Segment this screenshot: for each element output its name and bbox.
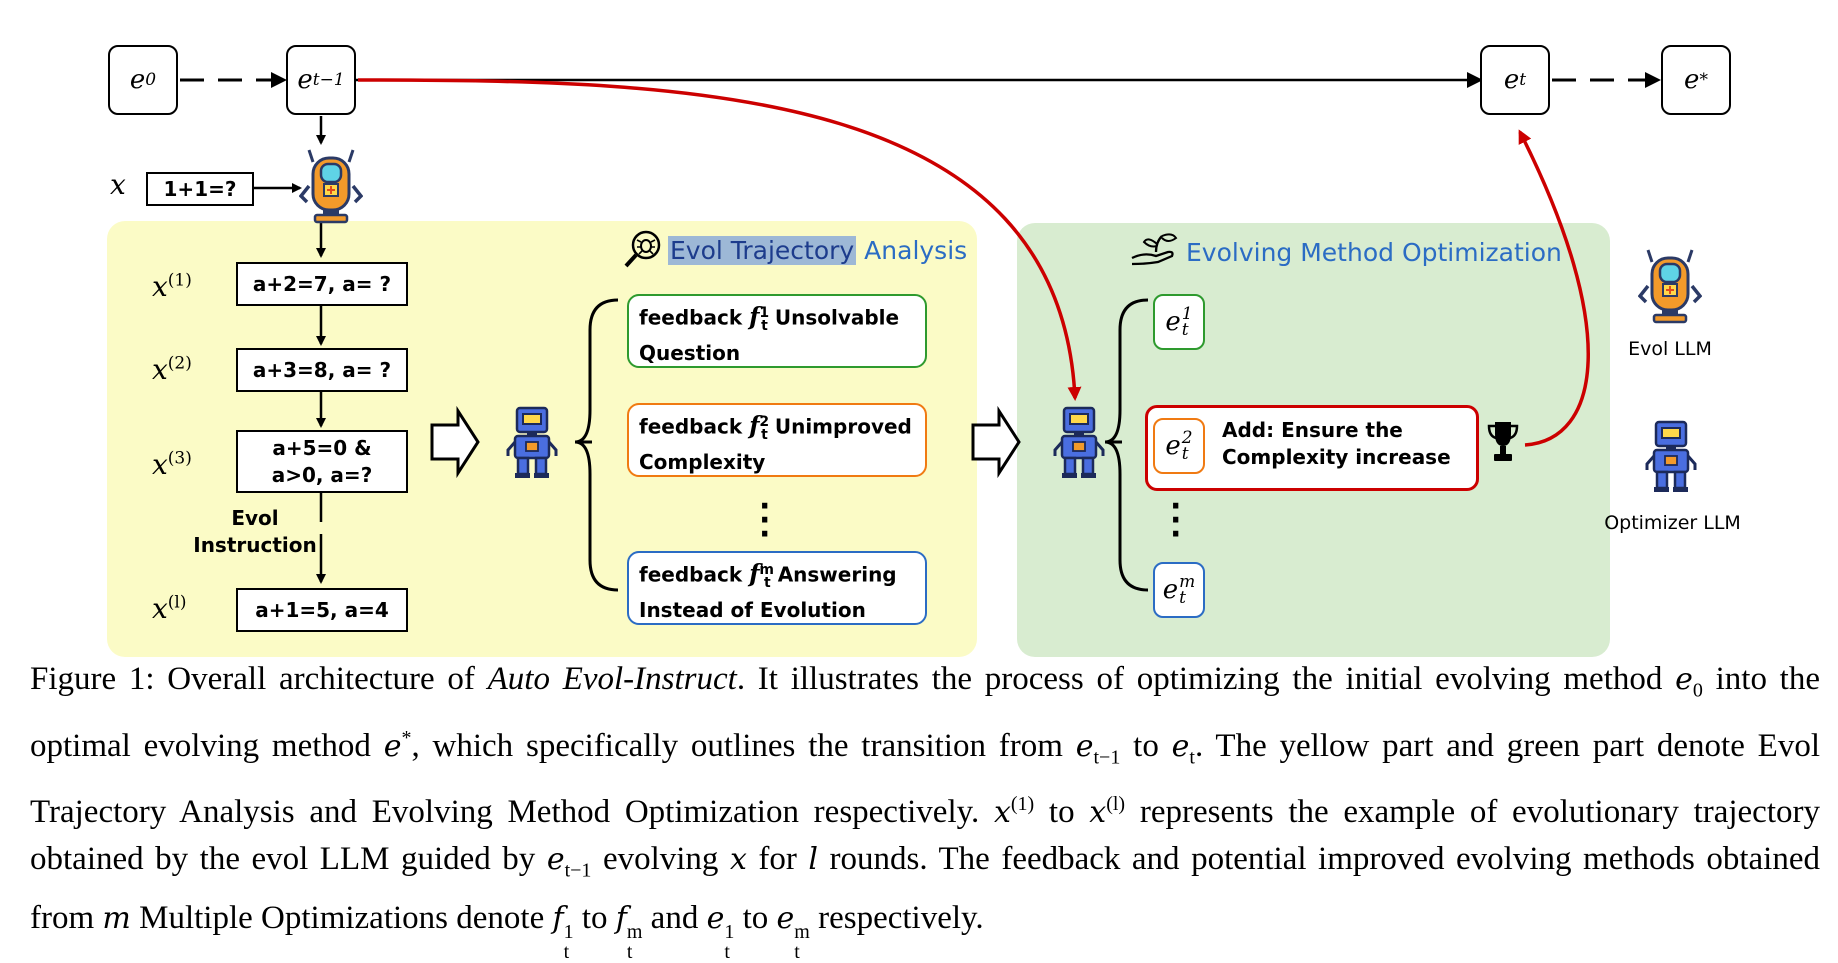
hollow-arrow-1 (430, 405, 480, 479)
step2-label: x(2) (152, 353, 192, 386)
feedback-box-1: feedback f1t Unsolvable Question (627, 294, 927, 368)
analysis-title: Evol Trajectory Analysis (668, 236, 968, 265)
legend-optimizer-llm: Optimizer LLM (1604, 512, 1741, 534)
feedback-ellipsis: ··· (759, 489, 771, 552)
step1-label: x(1) (152, 270, 192, 303)
input-box: 1+1=? (146, 172, 254, 206)
step1-box: a+2=7, a= ? (236, 262, 408, 306)
method-ellipsis: ··· (1170, 489, 1182, 552)
hollow-arrow-2 (971, 405, 1021, 479)
brace-methods (1104, 298, 1149, 592)
optimization-title: Evolving Method Optimization (1186, 238, 1562, 267)
legend-evol-llm: Evol LLM (1628, 338, 1712, 360)
stepl-label: x(l) (152, 592, 187, 625)
step2-box: a+3=8, a= ? (236, 348, 408, 392)
input-x-label: x (110, 168, 126, 201)
red-arrow-etm1-to-optimizer (357, 78, 1082, 401)
step3-label: x(3) (152, 448, 192, 481)
magnifier-bug-icon (624, 230, 661, 268)
stepl-box: a+1=5, a=4 (236, 588, 408, 632)
connectors (180, 72, 1661, 592)
brace-feedback (574, 298, 619, 592)
optimizer-robot-icon (1053, 406, 1105, 478)
node-estar: e* (1661, 45, 1731, 115)
red-arrow-best-to-et (1518, 129, 1590, 447)
feedback-box-m: feedback fmt Answering Instead of Evolut… (627, 551, 927, 625)
optimizer-robot-icon (506, 406, 558, 478)
step3-box: a+5=0 &a>0, a=? (236, 430, 408, 493)
figure-caption: Figure 1: Overall architecture of Auto E… (30, 661, 1821, 963)
evol-robot-icon (299, 149, 363, 224)
hand-plant-icon (1131, 233, 1178, 266)
feedback-box-2: feedback f2t Unimproved Complexity (627, 403, 927, 477)
evol-robot-icon (1638, 249, 1702, 324)
optimizer-robot-icon (1645, 420, 1697, 492)
trophy-icon (1487, 422, 1519, 461)
